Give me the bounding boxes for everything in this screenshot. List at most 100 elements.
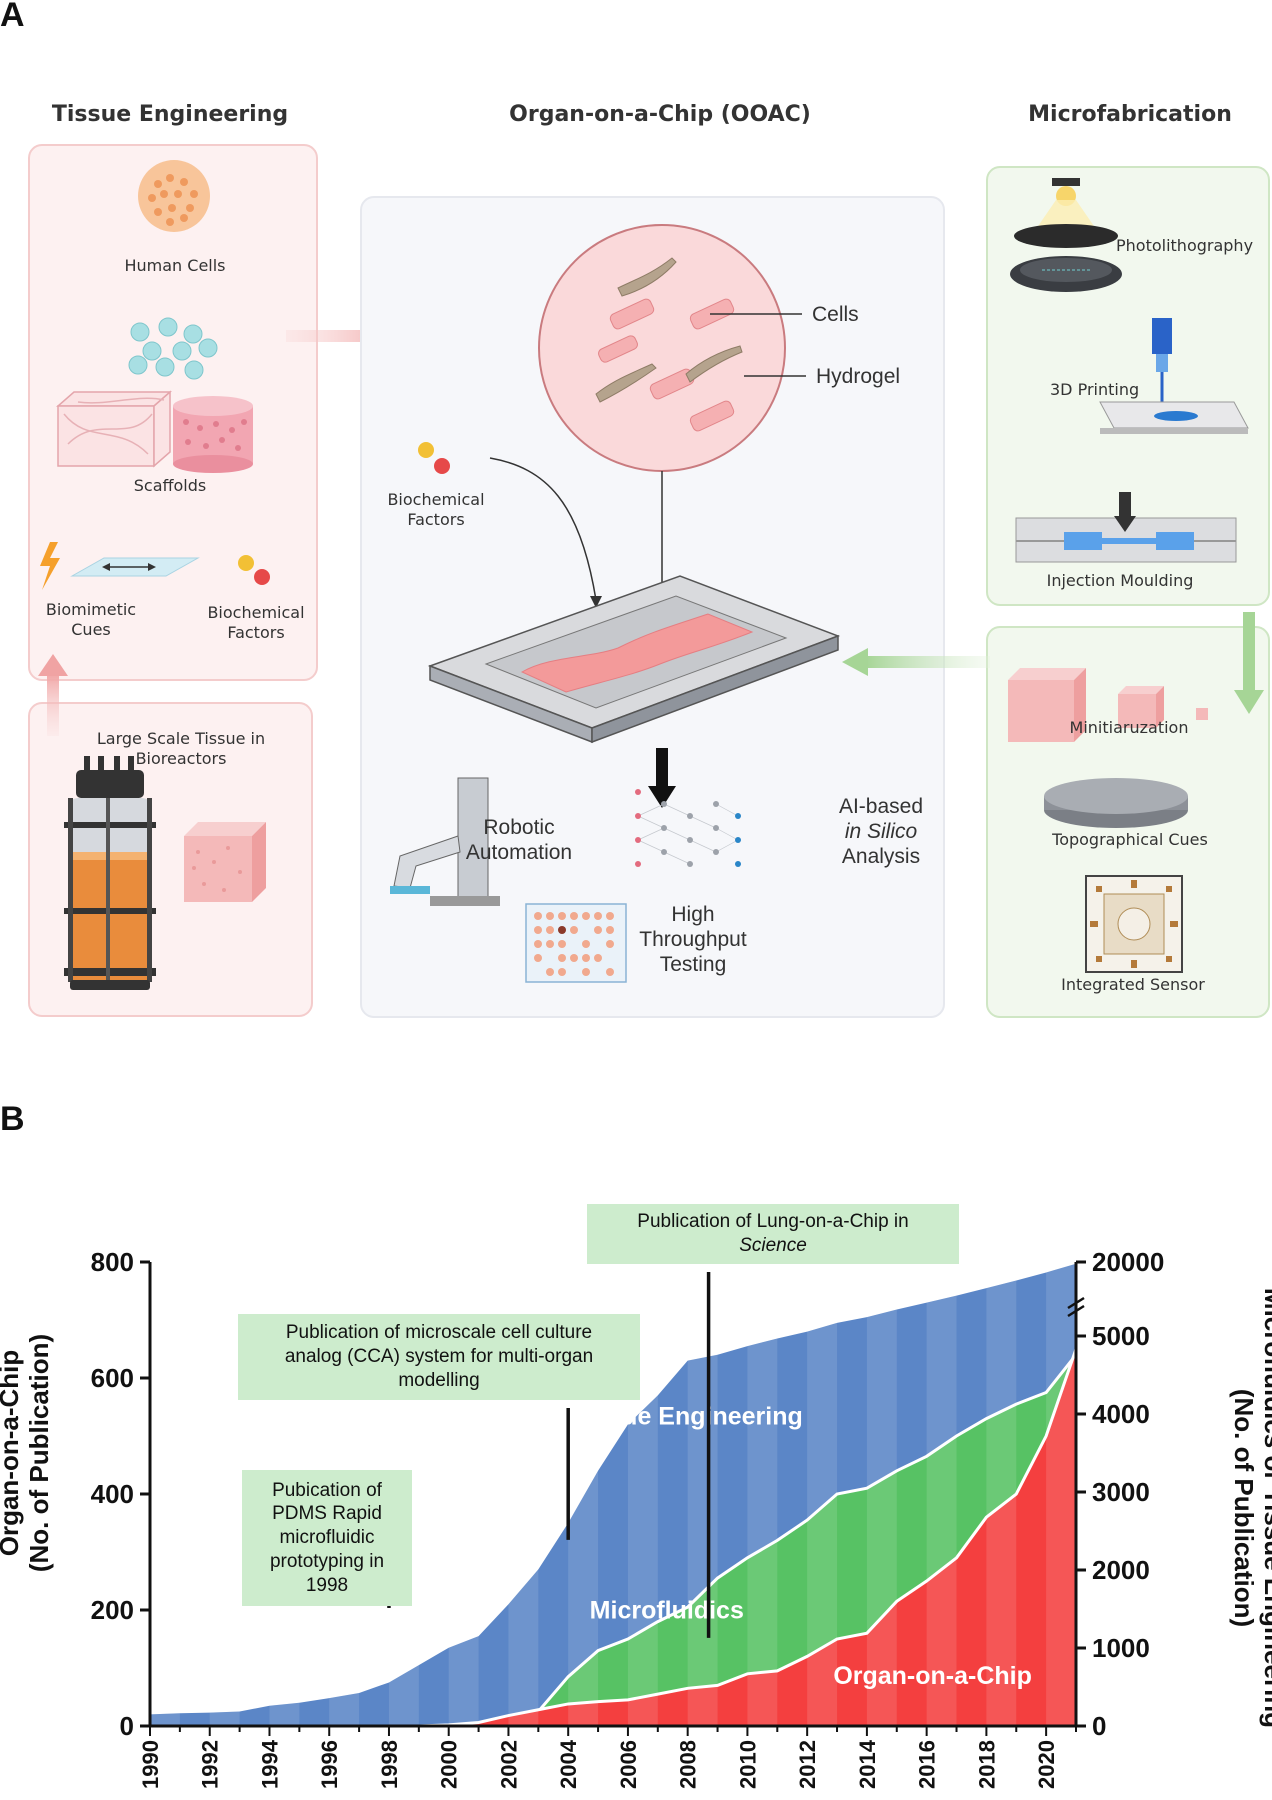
- x-tick-label: 2016: [915, 1740, 940, 1789]
- cca-callout: Publication of microscale cell culture a…: [238, 1314, 640, 1400]
- tissue-icons: [40, 160, 270, 590]
- year-stripe: [388, 1665, 419, 1726]
- photolithography-icon: [1010, 178, 1122, 292]
- photolithography-label: Photolithography: [1116, 236, 1254, 255]
- robotic-arm-icon: [390, 777, 500, 906]
- injection-moulding-label: Injection Moulding: [1046, 571, 1194, 590]
- x-tick-label: 1996: [317, 1740, 342, 1789]
- year-stripe: [568, 1470, 599, 1726]
- year-stripe: [209, 1711, 240, 1726]
- x-tick-label: 2014: [855, 1739, 880, 1789]
- high-throughput-label: High Throughput Testing: [639, 903, 747, 977]
- bioreactor-icons: [64, 756, 266, 990]
- year-stripe: [807, 1322, 838, 1726]
- year-stripe: [448, 1636, 479, 1726]
- integrated-sensor-icon: [1085, 875, 1183, 973]
- well-plate-icon: [525, 903, 627, 983]
- scaffold-box-icon: [56, 390, 172, 468]
- ai-network-icon: [635, 789, 741, 867]
- x-tick-label: 1998: [377, 1740, 402, 1789]
- bioreactor-up-arrow: [38, 654, 68, 736]
- biomimetic-cues-label: Biomimetic Cues: [45, 600, 137, 639]
- injection-moulding-icon: [1015, 492, 1237, 563]
- left-tick-label: 200: [91, 1595, 134, 1625]
- year-stripe: [866, 1309, 897, 1726]
- x-tick-label: 2012: [795, 1740, 820, 1789]
- x-tick-label: 1990: [138, 1740, 163, 1789]
- micro-to-chip-arrow: [842, 648, 990, 676]
- ooac-biochemical-factors-label: Biochemical Factors: [387, 490, 485, 529]
- robotic-automation-label: Robotic Automation: [465, 816, 573, 865]
- publication-chart: Tissue EngineeringMicrofluidicsOrgan-on-…: [91, 1247, 1165, 1789]
- panel-b-letter: B: [0, 1100, 25, 1138]
- x-tick-label: 2008: [676, 1740, 701, 1789]
- topographical-cues-icon: [1044, 778, 1188, 828]
- year-stripe: [627, 1395, 658, 1726]
- ai-line1: AI-based: [838, 795, 924, 818]
- lung-callout-journal: Science: [739, 1235, 807, 1256]
- miniaturization-label: Minitiaruzation: [1069, 718, 1189, 737]
- right-tick-label: 0: [1092, 1711, 1106, 1741]
- year-stripe: [986, 1280, 1017, 1726]
- tissue-biochemical-factors-label: Biochemical Factors: [207, 603, 305, 642]
- ai-line3: Analysis: [841, 845, 921, 869]
- x-tick-label: 1994: [257, 1739, 282, 1789]
- hydrogel-label: Hydrogel: [816, 365, 901, 388]
- ai-line2: in Silico: [844, 820, 918, 844]
- x-tick-label: 2004: [556, 1739, 581, 1789]
- x-tick-label: 2020: [1034, 1740, 1059, 1789]
- year-stripe: [329, 1692, 360, 1726]
- micro-down-arrow: [1234, 612, 1264, 714]
- cca-callout-text: Publication of microscale cell culture a…: [284, 1322, 594, 1391]
- topographical-cues-label: Topographical Cues: [1052, 830, 1208, 849]
- right-tick-label: 3000: [1092, 1477, 1150, 1507]
- tissue-engineering-title: Tissue Engineering: [51, 102, 289, 127]
- x-tick-label: 2006: [616, 1740, 641, 1789]
- axis-break-mark: [1067, 1304, 1085, 1318]
- 3d-printing-icon: [1099, 318, 1249, 434]
- magnified-hydrogel-icon: [538, 224, 806, 630]
- x-tick-label: 1992: [198, 1740, 223, 1789]
- down-arrow-icon: [648, 748, 676, 808]
- blue-cells-icon: [128, 317, 218, 380]
- ooac-title: Organ-on-a-Chip (OOAC): [509, 102, 811, 127]
- organ-chip-icon: [427, 575, 841, 744]
- left-tick-label: 0: [120, 1711, 134, 1741]
- x-tick-label: 2010: [735, 1740, 760, 1789]
- x-tick-label: 2018: [974, 1740, 999, 1789]
- left-tick-label: 400: [91, 1479, 134, 1509]
- human-cells-label: Human Cells: [124, 256, 226, 275]
- biochemical-factors-icon: [238, 555, 270, 585]
- left-tick-label: 800: [91, 1247, 134, 1277]
- axis-break-mark: [1067, 1296, 1085, 1310]
- curved-arrow-icon: [489, 457, 597, 601]
- year-stripe: [747, 1338, 778, 1726]
- area-label-ooc: Organ-on-a-Chip: [833, 1662, 1032, 1690]
- left-tick-label: 600: [91, 1363, 134, 1393]
- cells-label: Cells: [812, 303, 859, 326]
- panel-a-letter: A: [0, 0, 25, 34]
- right-tick-label: 20000: [1092, 1247, 1164, 1277]
- microfabrication-title: Microfabrication: [1028, 102, 1232, 127]
- right-tick-label: 4000: [1092, 1399, 1150, 1429]
- ooac-biochemical-factors-icon: [418, 442, 450, 474]
- miniaturization-icon: [1008, 668, 1208, 742]
- 3d-printing-label: 3D Printing: [1050, 380, 1140, 399]
- area-label-micro: Microfluidics: [590, 1597, 744, 1625]
- x-tick-label: 2000: [437, 1740, 462, 1789]
- right-tick-label: 1000: [1092, 1633, 1150, 1663]
- lung-callout: Publication of Lung-on-a-Chip in Science: [587, 1204, 959, 1264]
- tissue-cube-icon: [184, 822, 266, 902]
- year-stripe: [1046, 1263, 1076, 1726]
- biomimetic-cue-icon: [70, 557, 200, 577]
- pdms-callout-text: Pubication of PDMS Rapid microfluidic pr…: [269, 1479, 385, 1596]
- ai-analysis-label: AI-based in Silico Analysis: [826, 794, 936, 870]
- large-scale-tissue-label: Large Scale Tissue in Bioreactors: [96, 729, 266, 768]
- area-label-tissue: Tissue Engineering: [573, 1402, 803, 1430]
- right-tick-label: 2000: [1092, 1555, 1150, 1585]
- human-cells-icon: [138, 160, 210, 232]
- integrated-sensor-label: Integrated Sensor: [1061, 975, 1205, 994]
- pdms-callout: Pubication of PDMS Rapid microfluidic pr…: [242, 1470, 412, 1606]
- scaffold-cylinder-icon: [173, 396, 253, 473]
- micro-icons: [1008, 178, 1249, 973]
